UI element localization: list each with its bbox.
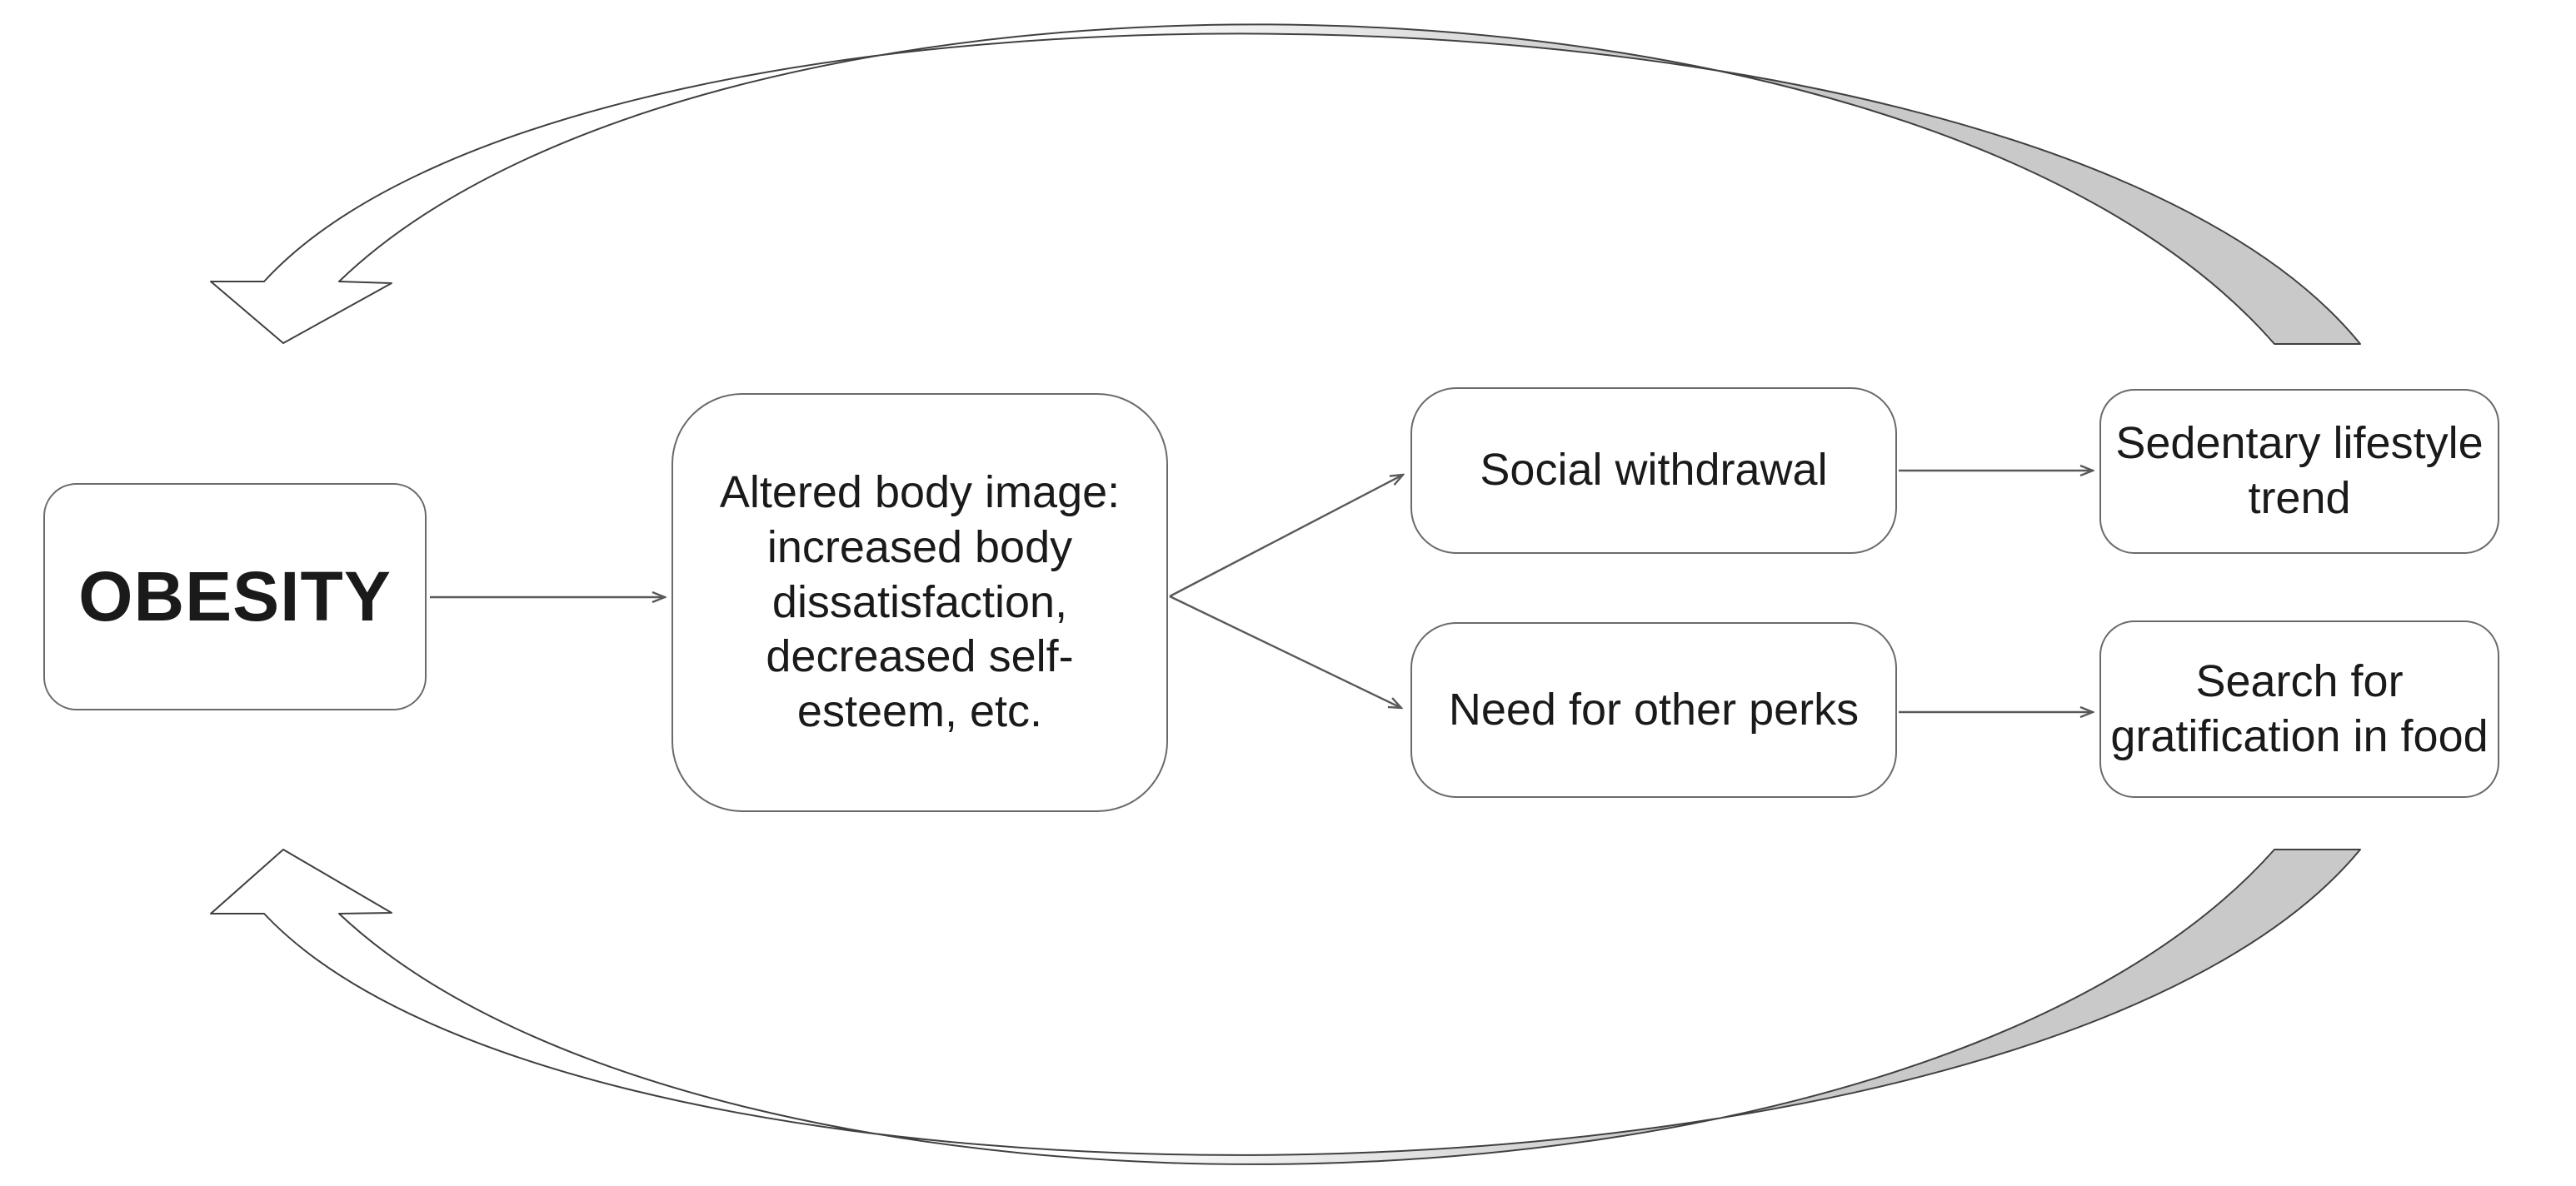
node-sedentary-lifestyle: Sedentary lifestyle trend (2099, 389, 2499, 554)
node-search-gratification: Search for gratification in food (2099, 620, 2499, 798)
feedback-arrow-bottom (210, 849, 2361, 1165)
node-social-withdrawal-label: Social withdrawal (1480, 445, 1828, 496)
connector-altered-to-need (1169, 595, 1401, 708)
node-social-withdrawal: Social withdrawal (1410, 387, 1897, 554)
node-altered-body-image: Altered body image: increased body dissa… (671, 393, 1168, 812)
node-search-gratification-label: Search for gratification in food (2110, 655, 2489, 761)
node-need-for-perks-label: Need for other perks (1448, 684, 1860, 735)
node-sedentary-lifestyle-label: Sedentary lifestyle trend (2115, 418, 2484, 523)
feedback-arrow-top (210, 23, 2361, 345)
node-obesity-label: OBESITY (78, 557, 392, 636)
node-altered-body-image-label: Altered body image: increased body dissa… (719, 466, 1121, 737)
node-obesity: OBESITY (43, 483, 427, 710)
node-need-for-perks: Need for other perks (1410, 622, 1897, 798)
connector-altered-to-social (1169, 475, 1403, 598)
